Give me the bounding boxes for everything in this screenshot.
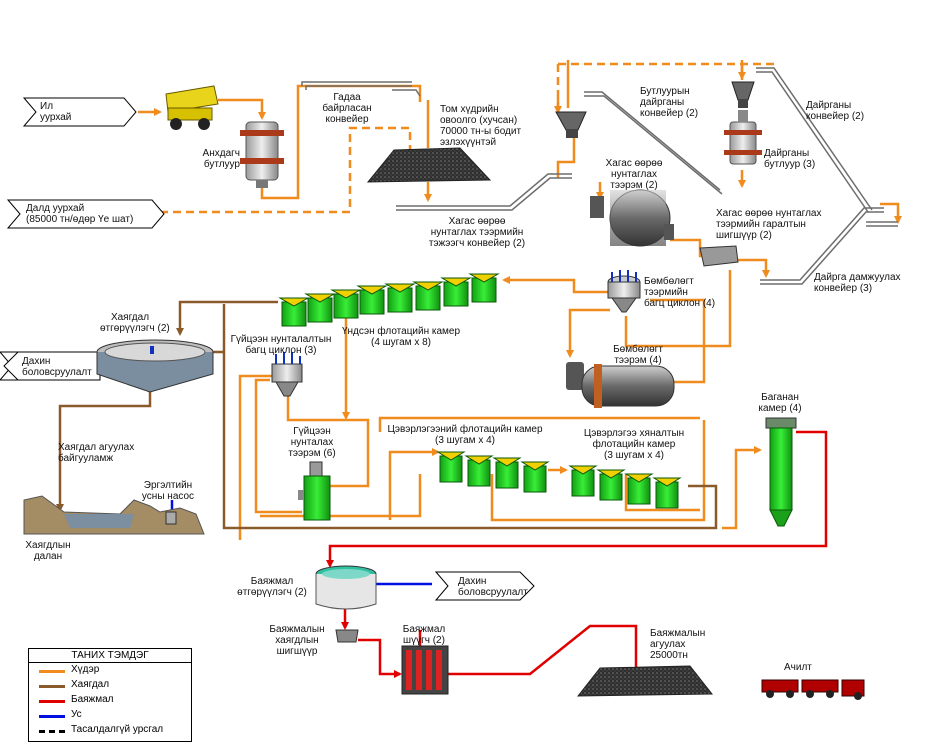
- source-arrows: [0, 97, 535, 601]
- legend-label-water: Ус: [71, 709, 82, 720]
- concentrate-lines: [326, 430, 828, 678]
- concentrate-stockpile-icon: [576, 665, 714, 697]
- legend-swatch-ore: [39, 670, 65, 673]
- legend: ТАНИХ ТЭМДЭГ Хүдэр Хаягдал Баяжмал Ус Та…: [28, 648, 192, 742]
- legend-label-ore: Хүдэр: [71, 664, 100, 675]
- legend-title: ТАНИХ ТЭМДЭГ: [29, 649, 191, 663]
- legend-item-tailings: Хаягдал: [29, 678, 191, 693]
- legend-label-concentrate: Баяжмал: [71, 694, 114, 705]
- legend-item-water: Ус: [29, 708, 191, 723]
- concentrate-truck-icon: [761, 679, 865, 700]
- ore-dashed-lines: [160, 62, 774, 214]
- column-cell-icon: [765, 417, 797, 527]
- legend-item-ore: Хүдэр: [29, 663, 191, 678]
- legend-swatch-tailings: [39, 685, 65, 688]
- rougher-flotation-label: Үндсэн флотацийн камер(4 шугам x 8): [341, 326, 461, 348]
- cleaner-flotation-label: Цэвэрлэгээний флотацийн камер(3 шугам x …: [387, 424, 543, 446]
- cleaner-flotation-cells: [436, 451, 550, 493]
- underground-label: Далд уурхай(85000 тн/өдөр Үе шат): [26, 203, 134, 225]
- tailings-thickener-icon: [96, 339, 214, 393]
- conveyors: [301, 67, 898, 285]
- legend-swatch-water: [39, 715, 65, 718]
- legend-swatch-standby: [39, 730, 65, 733]
- regrind-mill-icon: [298, 461, 331, 521]
- legend-label-standby: Тасалдалгүй урсгал: [71, 724, 164, 735]
- discharge-screen-icon: [699, 245, 739, 267]
- ball-mill-cyclone-icon: [607, 270, 641, 313]
- haul-truck-icon: [165, 85, 219, 130]
- concentrate-screen-icon: [335, 629, 359, 643]
- stockpile-icon: [366, 147, 492, 183]
- scavenger-flotation-cells: [568, 465, 682, 509]
- regrind-cyclone-icon: [271, 352, 303, 397]
- rougher-flotation-cells: [278, 273, 500, 327]
- legend-label-tailings: Хаягдал: [71, 679, 110, 690]
- pebble-crusher-icon: [724, 110, 762, 165]
- legend-item-concentrate: Баяжмал: [29, 693, 191, 708]
- primary-crusher-icon: [240, 121, 284, 188]
- concentrate-filter-icon: [401, 645, 449, 695]
- feeder-hopper-icon: [555, 81, 755, 138]
- legend-swatch-concentrate: [39, 700, 65, 703]
- legend-item-standby: Тасалдалгүй урсгал: [29, 723, 191, 738]
- water-lines: [92, 364, 432, 586]
- concentrate-thickener-icon: [315, 565, 377, 610]
- sag-mill-icon: [590, 189, 674, 247]
- tailings-dam-icon: [23, 495, 205, 535]
- ball-mill-icon: [566, 362, 675, 408]
- shipping-label: Ачилт: [784, 662, 812, 673]
- tailings-lines: [56, 300, 718, 530]
